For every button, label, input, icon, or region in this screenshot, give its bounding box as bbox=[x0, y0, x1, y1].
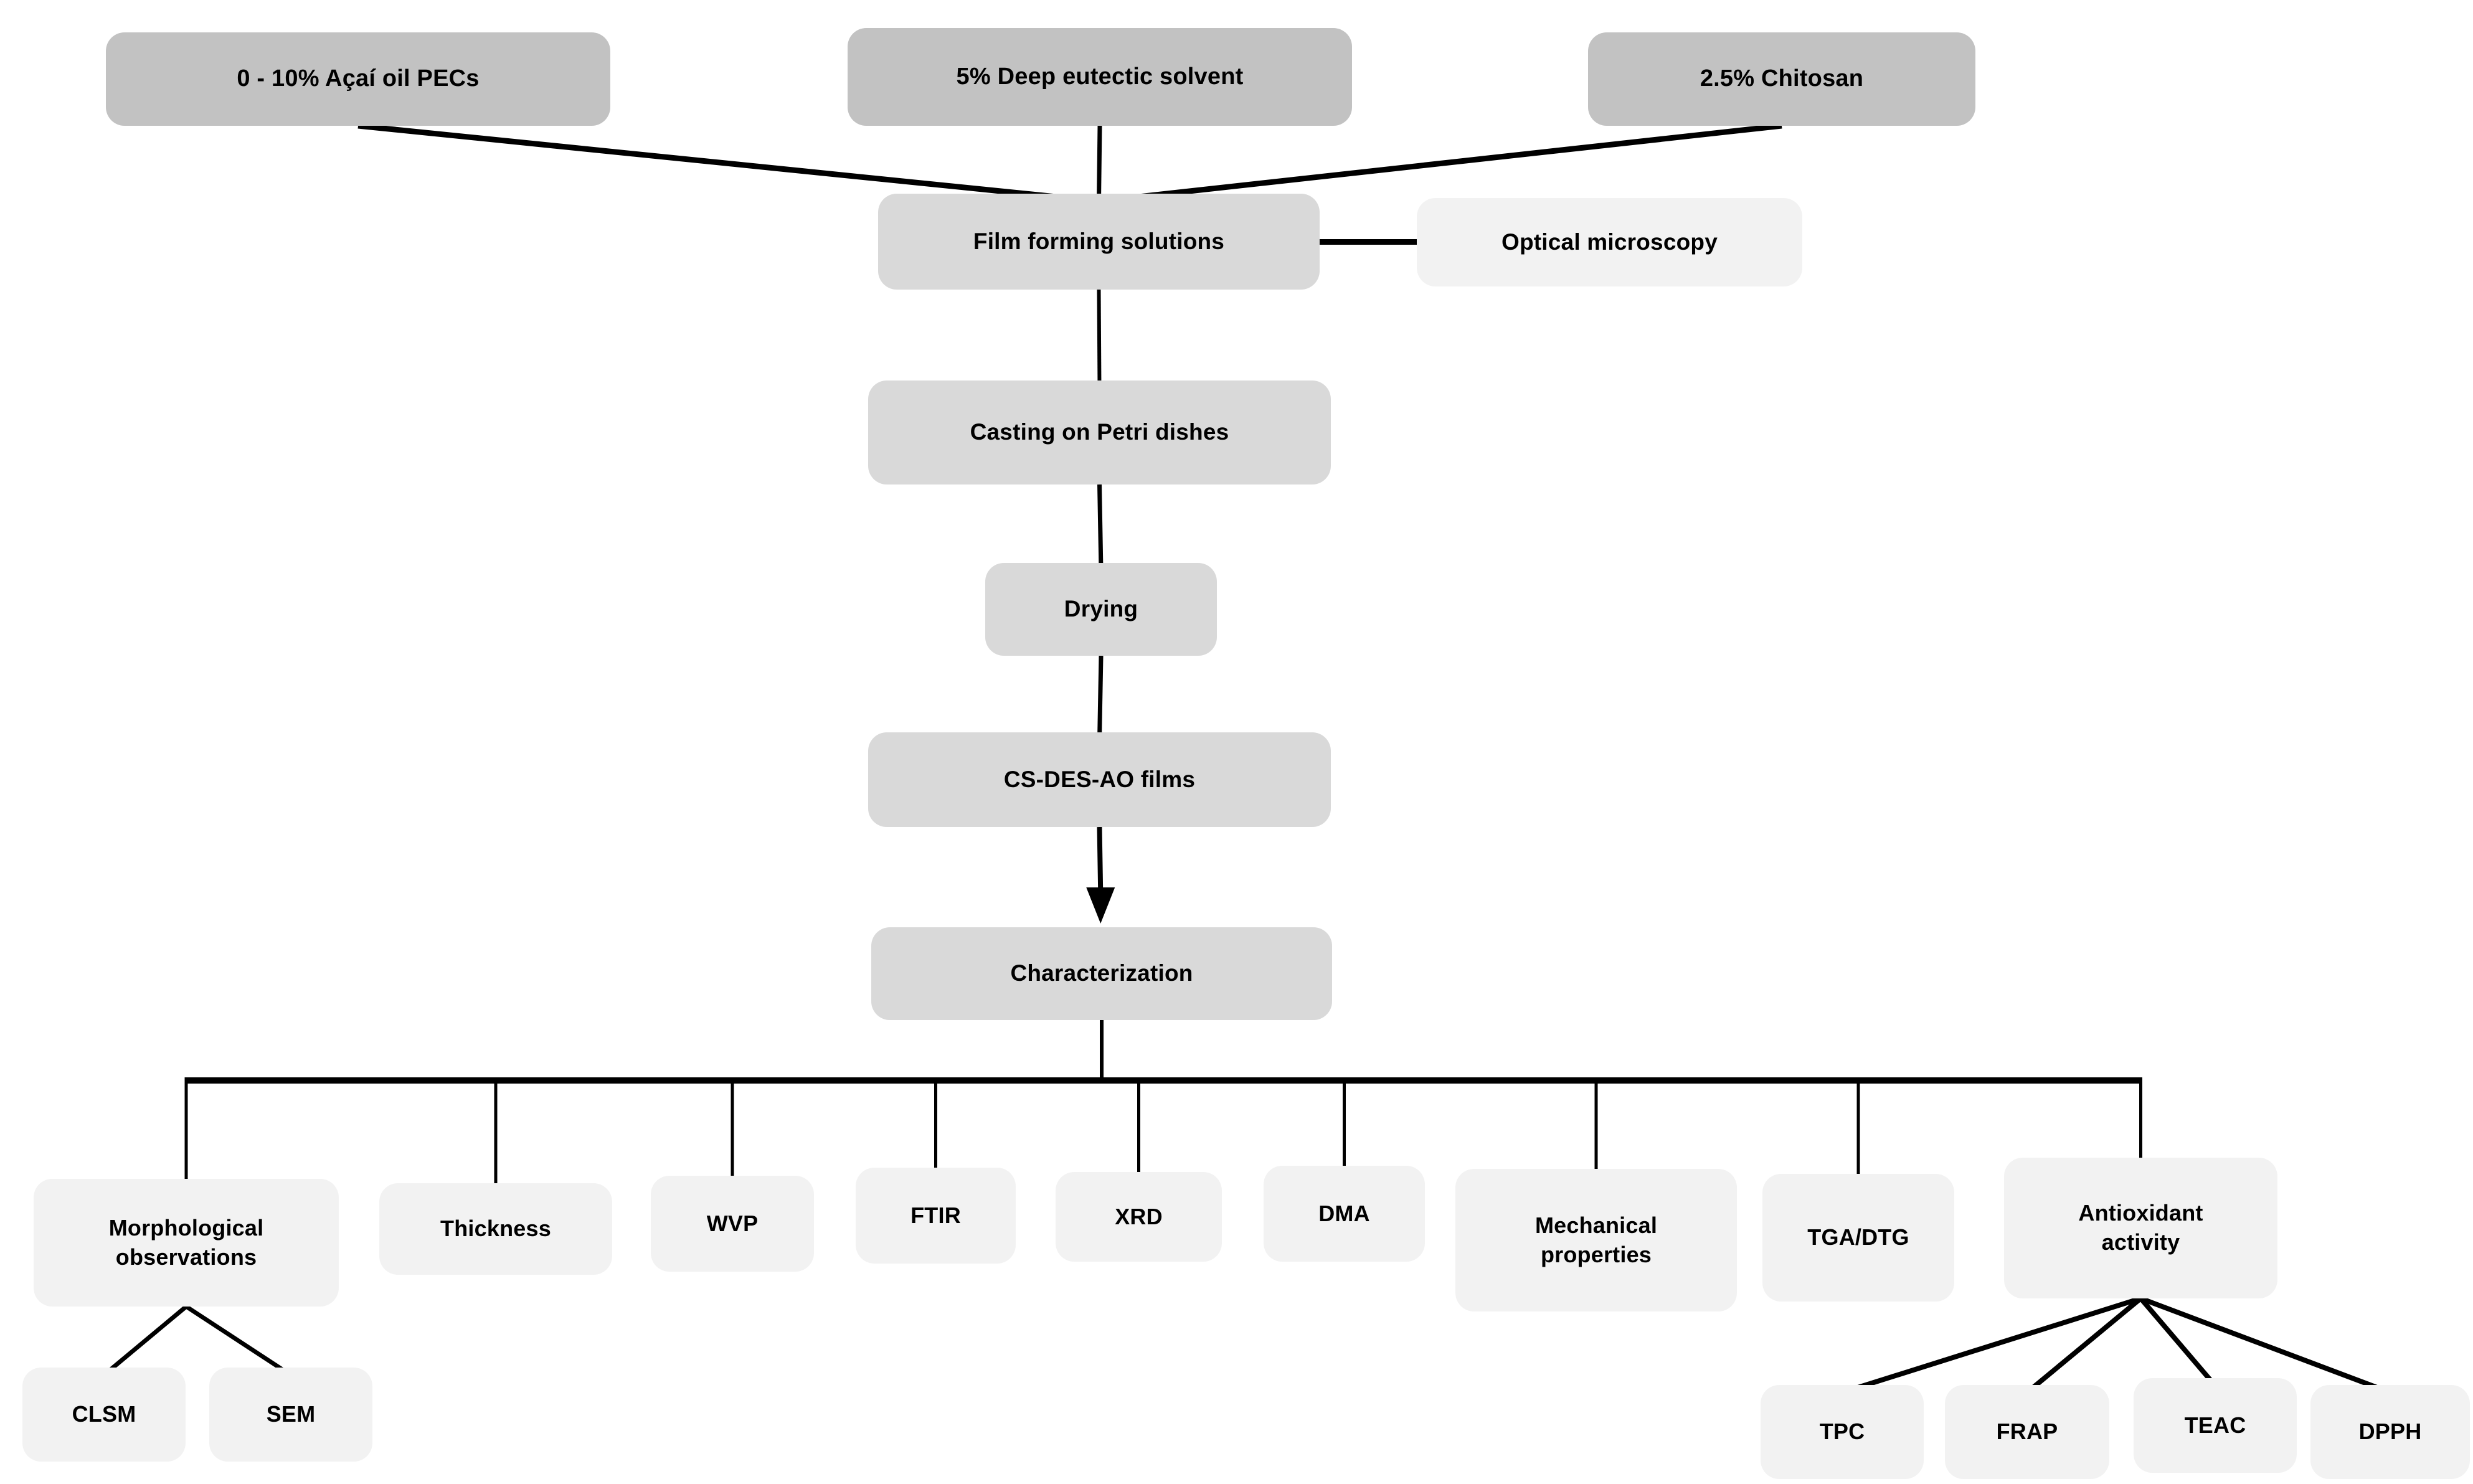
node-label: Casting on Petri dishes bbox=[970, 419, 1229, 445]
node-label: Drying bbox=[1064, 596, 1138, 622]
node-label: DPPH bbox=[2358, 1419, 2422, 1445]
node-acai: 0 - 10% Açaí oil PECs bbox=[106, 32, 610, 126]
edge-antiox-tpc bbox=[1841, 1296, 2142, 1395]
node-label: DMA bbox=[1318, 1200, 1370, 1226]
node-xrd: XRD bbox=[1056, 1172, 1222, 1262]
node-tga: TGA/DTG bbox=[1762, 1174, 1954, 1302]
node-mech: Mechanical properties bbox=[1455, 1169, 1737, 1311]
node-optical: Optical microscopy bbox=[1417, 198, 1802, 286]
node-des: 5% Deep eutectic solvent bbox=[848, 28, 1352, 126]
node-sem: SEM bbox=[209, 1368, 372, 1462]
node-clsm: CLSM bbox=[22, 1368, 186, 1462]
node-label: 2.5% Chitosan bbox=[1700, 65, 1864, 92]
edge-antiox-frap bbox=[2025, 1296, 2143, 1395]
node-drying: Drying bbox=[985, 563, 1217, 656]
node-frap: FRAP bbox=[1945, 1385, 2109, 1479]
node-wvp: WVP bbox=[651, 1176, 814, 1272]
node-label: Antioxidant activity bbox=[2078, 1200, 2203, 1255]
edge-morph-sem bbox=[185, 1305, 292, 1377]
node-label: 5% Deep eutectic solvent bbox=[956, 63, 1244, 90]
edge-casting-drying bbox=[1097, 484, 1104, 571]
edge-des-film bbox=[1097, 125, 1102, 202]
edge-drying-csdes bbox=[1097, 655, 1104, 740]
edge-morph-clsm bbox=[102, 1305, 188, 1377]
node-label: TEAC bbox=[2184, 1412, 2246, 1438]
node-dma: DMA bbox=[1264, 1166, 1425, 1262]
node-label: Optical microscopy bbox=[1501, 229, 1718, 255]
node-film: Film forming solutions bbox=[878, 194, 1320, 290]
node-label: FRAP bbox=[1996, 1419, 2058, 1445]
node-teac: TEAC bbox=[2134, 1378, 2297, 1473]
edge-antiox-teac bbox=[2139, 1297, 2218, 1387]
node-label: Film forming solutions bbox=[973, 228, 1225, 254]
node-label: FTIR bbox=[910, 1202, 961, 1228]
node-label: Mechanical properties bbox=[1534, 1212, 1658, 1267]
node-label: XRD bbox=[1115, 1203, 1163, 1229]
node-label: TGA/DTG bbox=[1807, 1224, 1909, 1250]
node-label: Morphological observations bbox=[108, 1214, 264, 1270]
node-thickness: Thickness bbox=[379, 1183, 612, 1275]
node-label: WVP bbox=[706, 1210, 759, 1236]
node-label: 0 - 10% Açaí oil PECs bbox=[237, 65, 480, 92]
node-label: TPC bbox=[1819, 1419, 1865, 1445]
edge-acai-film bbox=[357, 123, 1099, 204]
edge-antiox-dpph bbox=[2140, 1296, 2391, 1395]
node-label: Characterization bbox=[1010, 960, 1193, 986]
node-label: SEM bbox=[266, 1401, 316, 1427]
node-chitosan: 2.5% Chitosan bbox=[1588, 32, 1975, 126]
node-tpc: TPC bbox=[1761, 1385, 1924, 1479]
node-antiox: Antioxidant activity bbox=[2004, 1158, 2277, 1298]
edge-csdes-charac bbox=[1097, 826, 1104, 893]
edge-csdes-charac-arrowhead bbox=[1086, 887, 1115, 924]
node-morph: Morphological observations bbox=[34, 1179, 339, 1307]
node-dpph: DPPH bbox=[2310, 1385, 2470, 1479]
node-label: CS-DES-AO films bbox=[1003, 766, 1196, 792]
node-charac: Characterization bbox=[871, 927, 1332, 1020]
node-label: CLSM bbox=[72, 1401, 136, 1427]
node-ftir: FTIR bbox=[856, 1168, 1016, 1264]
node-casting: Casting on Petri dishes bbox=[868, 380, 1331, 484]
edge-film-casting bbox=[1097, 289, 1102, 389]
edge-chitosan-film bbox=[1099, 123, 1782, 204]
node-csdes: CS-DES-AO films bbox=[868, 732, 1331, 827]
node-label: Thickness bbox=[440, 1216, 551, 1242]
